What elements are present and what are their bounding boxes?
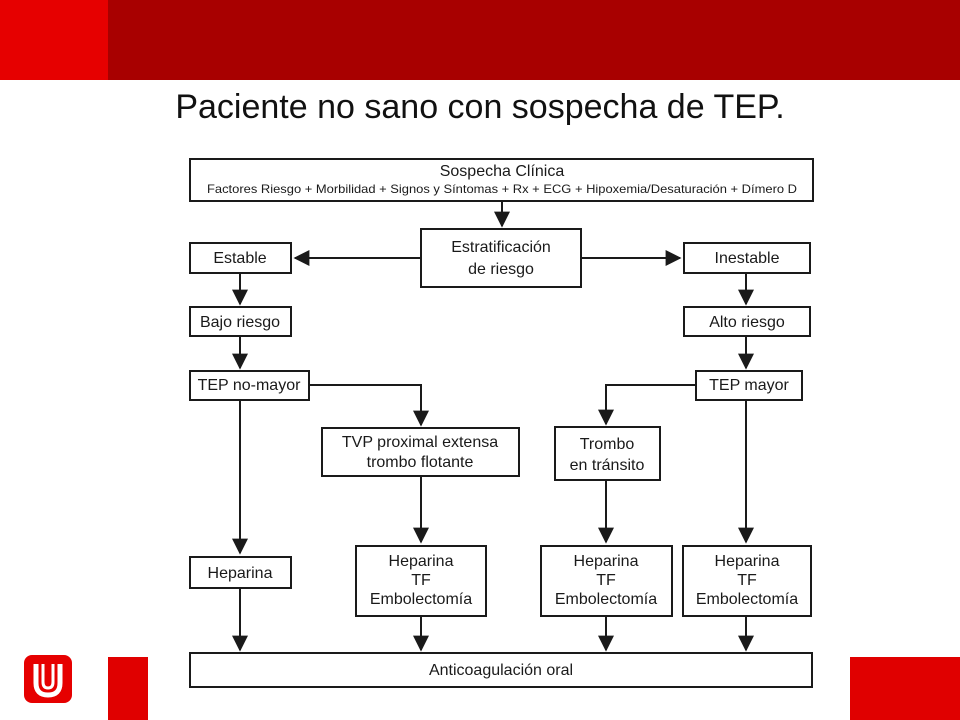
- bajo-riesgo-label: Bajo riesgo: [200, 314, 280, 331]
- treatment-a-line3: Embolectomía: [370, 591, 472, 608]
- node-treatment-b: Heparina TF Embolectomía: [540, 545, 673, 617]
- sospecha-factors: Factores Riesgo + Morbilidad + Signos y …: [207, 182, 797, 196]
- node-bajo-riesgo: Bajo riesgo: [189, 306, 292, 337]
- tep-no-mayor-label: TEP no-mayor: [198, 377, 302, 394]
- node-inestable: Inestable: [683, 242, 811, 274]
- treatment-a-line1: Heparina: [389, 553, 454, 570]
- node-alto-riesgo: Alto riesgo: [683, 306, 811, 337]
- tvp-line1: TVP proximal extensa: [342, 434, 498, 451]
- footer-left-band: [108, 657, 148, 720]
- edge-tepmayor-trombo: [598, 384, 696, 426]
- treatment-c-line3: Embolectomía: [696, 591, 798, 608]
- node-tep-mayor: TEP mayor: [695, 370, 803, 401]
- tvp-line2: trombo flotante: [367, 454, 474, 471]
- treatment-c-line1: Heparina: [715, 553, 780, 570]
- node-estable: Estable: [189, 242, 292, 274]
- node-heparina: Heparina: [189, 556, 292, 589]
- node-anticoagulacion-oral: Anticoagulación oral: [189, 652, 813, 688]
- alto-riesgo-label: Alto riesgo: [709, 314, 785, 331]
- heparina-label: Heparina: [208, 565, 273, 582]
- inestable-label: Inestable: [715, 250, 780, 267]
- estratificacion-line2: de riesgo: [468, 261, 534, 278]
- node-trombo-transito: Trombo en tránsito: [554, 426, 661, 481]
- treatment-a-line2: TF: [411, 572, 431, 589]
- anticoagulacion-label: Anticoagulación oral: [429, 662, 573, 679]
- tep-mayor-label: TEP mayor: [709, 377, 789, 394]
- node-treatment-c: Heparina TF Embolectomía: [682, 545, 812, 617]
- estratificacion-line1: Estratificación: [451, 239, 551, 256]
- sospecha-title: Sospecha Clínica: [440, 163, 565, 180]
- trombo-line2: en tránsito: [570, 457, 645, 474]
- node-tvp-proximal: TVP proximal extensa trombo flotante: [321, 427, 520, 477]
- university-logo-icon: [24, 655, 72, 703]
- treatment-c-line2: TF: [737, 572, 757, 589]
- flowchart-edges: [232, 201, 754, 652]
- trombo-line1: Trombo: [580, 436, 635, 453]
- header-band: [108, 0, 960, 80]
- node-treatment-a: Heparina TF Embolectomía: [355, 545, 487, 617]
- treatment-b-line2: TF: [596, 572, 616, 589]
- treatment-b-line1: Heparina: [574, 553, 639, 570]
- footer-right-band: [850, 657, 960, 720]
- node-estratificacion: Estratificación de riesgo: [420, 228, 582, 288]
- node-sospecha-clinica: Sospecha Clínica Factores Riesgo + Morbi…: [189, 158, 814, 202]
- header-left-block: [0, 0, 108, 80]
- estable-label: Estable: [213, 250, 266, 267]
- slide-title: Paciente no sano con sospecha de TEP.: [175, 88, 785, 126]
- edge-tepno-tvp: [309, 384, 429, 427]
- treatment-b-line3: Embolectomía: [555, 591, 657, 608]
- node-tep-no-mayor: TEP no-mayor: [189, 370, 310, 401]
